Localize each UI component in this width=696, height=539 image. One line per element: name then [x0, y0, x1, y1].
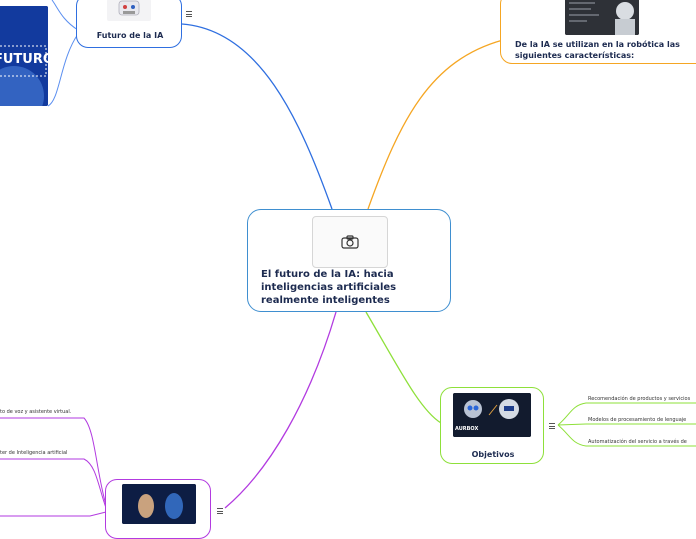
futuro-image-text: FUTURO [0, 52, 48, 67]
morado-menu-icon[interactable] [217, 508, 223, 516]
topic-objetivos[interactable]: AURBOX Objetivos [440, 387, 544, 464]
connector-objetivos [365, 311, 442, 424]
objetivos-label: Objetivos [471, 450, 515, 459]
topic-robotica[interactable]: De la IA se utilizan en la robótica las … [500, 0, 696, 64]
objetivos-item-2[interactable]: Modelos de procesamiento de lenguaje [588, 417, 687, 423]
futuro-robot-image [107, 0, 151, 21]
objetivos-menu-icon[interactable] [549, 423, 555, 431]
objetivos-image: AURBOX [453, 393, 531, 437]
futuro-image: FUTURO [0, 6, 48, 106]
connector-futuro-image-2 [47, 33, 79, 107]
topic-futuro-ia[interactable]: Futuro de la IA [76, 0, 182, 48]
robotica-image [565, 0, 639, 35]
robotica-label: De la IA se utilizan en la robótica las … [515, 40, 680, 60]
objetivos-image-text: AURBOX [455, 426, 479, 432]
connector-futuro [181, 23, 333, 210]
morado-item-1[interactable]: to de voz y asistente virtual. [0, 409, 72, 415]
connector-futuro-image [51, 0, 79, 31]
central-title: El futuro de la IA: hacia inteligencias … [261, 269, 397, 306]
topic-morado[interactable] [105, 479, 211, 539]
connector-obj-item-1 [557, 402, 696, 426]
objetivos-item-3[interactable]: Automatización del servicio a través de [588, 439, 687, 445]
connector-obj-item-2 [557, 423, 696, 426]
connector-morado-item-2 [0, 458, 107, 509]
objetivos-item-1[interactable]: Recomendación de productos y servicios [588, 396, 691, 402]
connector-robotica [367, 39, 504, 210]
connector-morado [224, 311, 337, 509]
connector-morado-item-3 [0, 511, 107, 517]
central-topic[interactable]: El futuro de la IA: hacia inteligencias … [247, 209, 451, 312]
morado-item-2[interactable]: ter de Inteligencia artificial [0, 450, 68, 456]
connector-morado-item-1 [0, 417, 107, 506]
futuro-label: Futuro de la IA [96, 31, 164, 40]
camera-icon [341, 235, 359, 249]
connector-obj-item-3 [557, 424, 696, 447]
camera-placeholder[interactable] [312, 216, 388, 268]
connector-lines [0, 0, 696, 517]
futuro-menu-icon[interactable] [186, 11, 192, 19]
morado-image [122, 484, 196, 524]
